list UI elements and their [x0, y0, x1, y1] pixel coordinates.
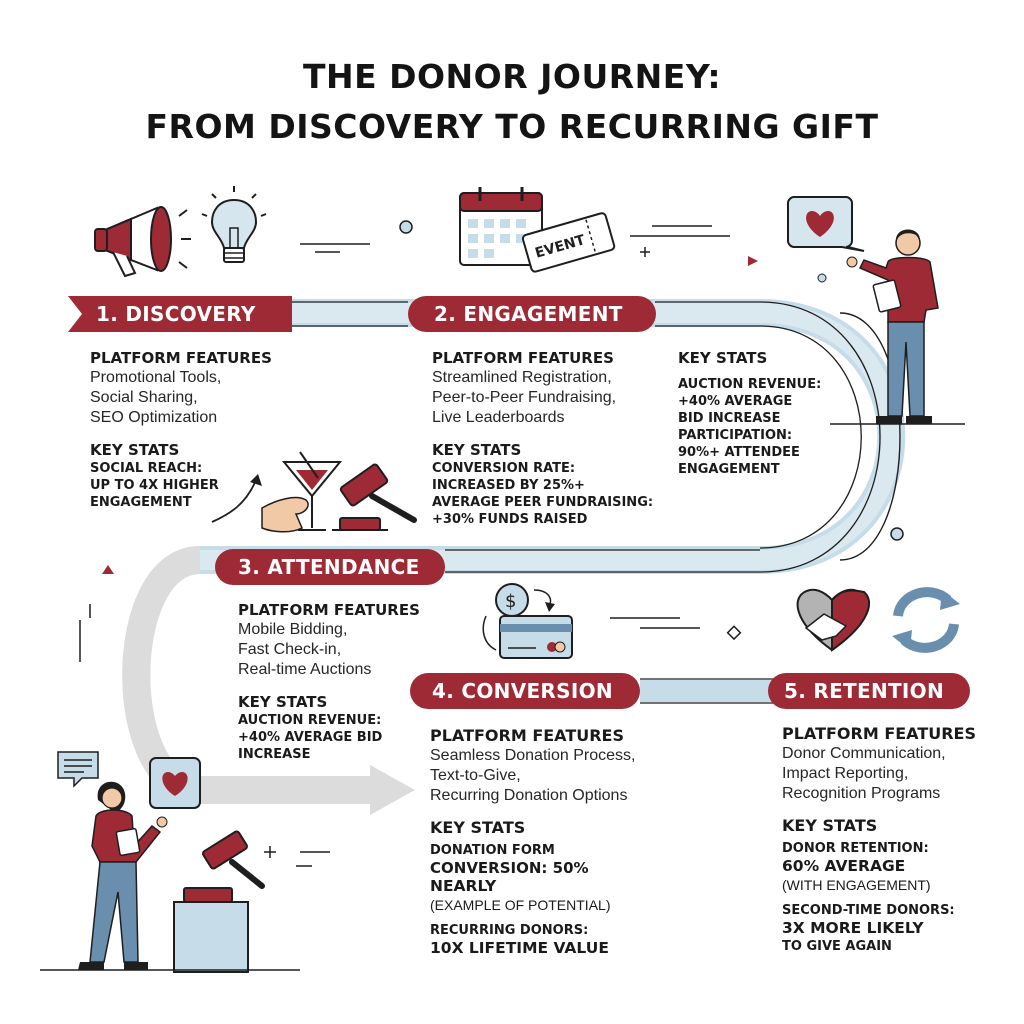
conversion-stat-big: 10X LIFETIME VALUE: [430, 939, 609, 957]
stage-label-conversion: 4. CONVERSION: [432, 679, 613, 703]
attendance-feature: Real-time Auctions: [238, 661, 372, 678]
engagement-feature: Live Leaderboards: [432, 409, 565, 426]
discovery-stat: ENGAGEMENT: [90, 495, 192, 510]
discovery-stats-heading: KEY STATS: [90, 441, 180, 459]
engagement-stat: INCREASED BY 25%+: [432, 478, 585, 493]
engagement-stat: CONVERSION RATE:: [432, 461, 576, 476]
retention-feature: Impact Reporting,: [782, 765, 909, 782]
heart-card-icon: [149, 757, 201, 809]
conversion-details: PLATFORM FEATURES Seamless Donation Proc…: [430, 726, 635, 958]
cocktail-glass-icon: [261, 451, 343, 533]
engagement-side-stat: BID INCREASE: [678, 411, 781, 426]
engagement-side-stats-heading: KEY STATS: [678, 349, 768, 367]
stage-label-retention: 5. RETENTION: [784, 679, 945, 703]
growth-arrow-icon: [211, 479, 257, 523]
conversion-stat: CONVERSION: 50%: [430, 859, 589, 877]
engagement-feature: Streamlined Registration,: [432, 369, 612, 386]
banner-retention: [768, 673, 970, 709]
chat-bubble-icon: [57, 751, 99, 788]
payment-card-icon: $: [482, 583, 573, 659]
woman-with-tablet-figure: [78, 781, 168, 970]
attendance-features-heading: PLATFORM FEATURES: [238, 601, 420, 619]
stage-label-discovery: 1. DISCOVERY: [96, 302, 256, 326]
engagement-side-stat: +40% AVERAGE: [678, 394, 793, 409]
retention-stat: TO GIVE AGAIN: [782, 939, 892, 954]
journey-path: [122, 299, 906, 815]
retention-stat: DONOR RETENTION:: [782, 841, 929, 856]
megaphone-icon: [94, 206, 191, 278]
calendar-icon: [459, 187, 543, 266]
handshake-heart-icon: [796, 588, 871, 652]
engagement-side-stats: KEY STATS AUCTION REVENUE: +40% AVERAGE …: [678, 348, 821, 478]
discovery-features-heading: PLATFORM FEATURES: [90, 349, 272, 367]
retention-stat-note: (WITH ENGAGEMENT): [782, 877, 931, 893]
svg-text:$: $: [505, 591, 516, 612]
discovery-feature: SEO Optimization: [90, 409, 218, 426]
attendance-stat: INCREASE: [238, 747, 311, 762]
banner-discovery: [68, 296, 292, 332]
retention-stat-big: 60% AVERAGE: [782, 857, 906, 875]
engagement-feature: Peer-to-Peer Fundraising,: [432, 389, 617, 406]
conversion-features-heading: PLATFORM FEATURES: [430, 726, 624, 745]
engagement-stat: AVERAGE PEER FUNDRAISING:: [432, 495, 654, 510]
attendance-details: PLATFORM FEATURES Mobile Bidding, Fast C…: [238, 600, 420, 763]
engagement-stat: +30% FUNDS RAISED: [432, 512, 588, 527]
conversion-feature: Seamless Donation Process,: [430, 747, 636, 764]
attendance-feature: Fast Check-in,: [238, 641, 342, 658]
page-title: THE DONOR JOURNEY: FROM DISCOVERY TO REC…: [0, 52, 1024, 152]
conversion-stat: DONATION FORM: [430, 843, 555, 858]
engagement-details: PLATFORM FEATURES Streamlined Registrati…: [432, 348, 653, 528]
discovery-stat: UP TO 4X HIGHER: [90, 478, 219, 493]
refresh-icon: [892, 587, 960, 653]
engagement-side-stat: AUCTION REVENUE:: [678, 377, 822, 392]
banner-attendance: [215, 549, 445, 585]
title-line-2: FROM DISCOVERY TO RECURRING GIFT: [145, 107, 879, 146]
discovery-feature: Promotional Tools,: [90, 369, 222, 386]
conversion-stat-big: NEARLY: [430, 877, 497, 895]
conversion-stat: RECURRING DONORS:: [430, 923, 589, 938]
retention-feature: Donor Communication,: [782, 745, 946, 762]
attendance-stats-heading: KEY STATS: [238, 693, 328, 711]
retention-stat-big: 3X MORE LIKELY: [782, 919, 924, 937]
conversion-feature: Recurring Donation Options: [430, 787, 628, 804]
engagement-features-heading: PLATFORM FEATURES: [432, 349, 614, 367]
podium-gavel-icon: [173, 830, 265, 973]
title-line-1: THE DONOR JOURNEY:: [302, 57, 722, 96]
stage-label-engagement: 2. ENGAGEMENT: [434, 302, 623, 326]
attendance-stat: +40% AVERAGE BID: [238, 730, 383, 745]
retention-details: PLATFORM FEATURES Donor Communication, I…: [782, 724, 976, 955]
retention-features-heading: PLATFORM FEATURES: [782, 724, 976, 743]
stage-label-attendance: 3. ATTENDANCE: [238, 555, 420, 579]
engagement-side-stat: ENGAGEMENT: [678, 462, 780, 477]
attendance-feature: Mobile Bidding,: [238, 621, 348, 638]
banner-conversion: [410, 673, 640, 709]
gavel-icon: [332, 463, 417, 531]
discovery-stat: SOCIAL REACH:: [90, 461, 203, 476]
attendance-stat: AUCTION REVENUE:: [238, 713, 382, 728]
banner-engagement: [408, 296, 656, 332]
conversion-stat-note: (EXAMPLE OF POTENTIAL): [430, 897, 611, 913]
heart-chat-icon: [787, 196, 865, 252]
discovery-feature: Social Sharing,: [90, 389, 198, 406]
lightbulb-icon: [201, 186, 267, 263]
retention-stats-heading: KEY STATS: [782, 816, 878, 835]
stage-banners: [68, 296, 970, 709]
conversion-feature: Text-to-Give,: [430, 767, 521, 784]
engagement-side-stat: 90%+ ATTENDEE: [678, 445, 800, 460]
discovery-details: PLATFORM FEATURES Promotional Tools, Soc…: [90, 348, 272, 511]
engagement-side-stat: PARTICIPATION:: [678, 428, 793, 443]
conversion-stats-heading: KEY STATS: [430, 818, 526, 837]
retention-stat: SECOND-TIME DONORS:: [782, 903, 955, 918]
retention-feature: Recognition Programs: [782, 785, 941, 802]
event-ticket-icon: EVENT: [521, 212, 616, 273]
engagement-stats-heading: KEY STATS: [432, 441, 522, 459]
man-with-tablet-figure: [830, 229, 965, 425]
